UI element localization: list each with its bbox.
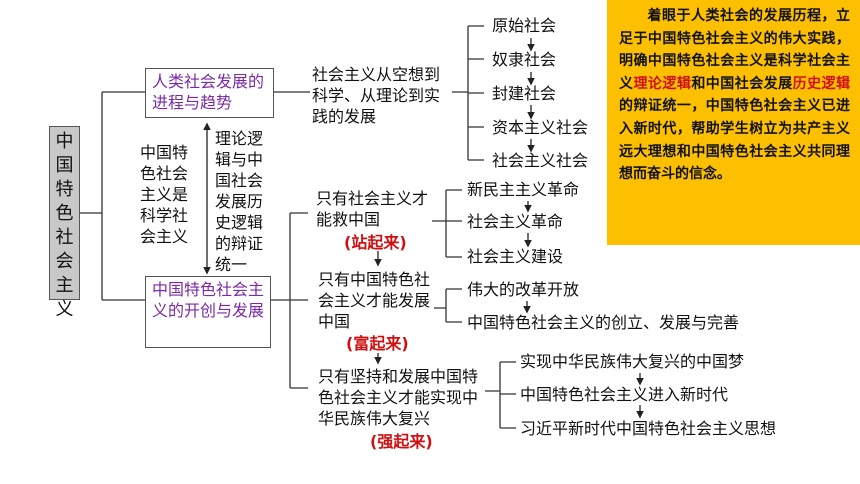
socialism-development: 社会主义从空想到科学、从理论到实践的发展 <box>312 65 441 126</box>
stage1-item: 社会主义建设 <box>467 247 564 266</box>
stage3-item: 习近平新时代中国特色社会主义思想 <box>520 419 777 438</box>
middle-right-text: 理论逻辑与中国社会发展历史逻辑的辩证统一 <box>215 129 264 274</box>
society-item: 奴隶社会 <box>492 50 557 69</box>
note-highlight-2: 历史逻辑 <box>792 75 851 92</box>
stage2-item: 伟大的改革开放 <box>467 280 580 299</box>
stage2-label: 只有中国特色社会主义才能发展中国 <box>318 270 431 331</box>
stage1-label: 只有社会主义才能救中国 <box>316 189 429 229</box>
summary-note: 着眼于人类社会的发展历程，立足于中国特色社会主义的伟大实践，明确中国特色社会主义… <box>607 0 860 245</box>
note-text-3: 的辩证统一，中国特色社会主义已进入新时代，帮助学生树立为共产主义远大理想和中国特… <box>619 98 850 183</box>
note-text-2: 和中国社会发展 <box>691 75 793 92</box>
stage3-item: 实现中华民族伟大复兴的中国梦 <box>520 352 745 371</box>
branch2-node: 中国特色社会主义的开创与发展 <box>145 276 271 348</box>
stage2-item: 中国特色社会主义的创立、发展与完善 <box>467 313 740 332</box>
root-label: 中国特色社会主义 <box>55 131 74 320</box>
stage3-bracket <box>485 361 516 429</box>
stage3-label: 只有坚持和发展中国特色社会主义才能实现中华民族伟大复兴 <box>318 367 479 428</box>
society-item: 原始社会 <box>492 16 557 35</box>
root-node: 中国特色社会主义 <box>49 126 80 320</box>
middle-left-text: 中国特色社会主义是科学社会主义 <box>140 143 189 246</box>
stage1-bracket <box>432 189 462 258</box>
stages-bracket <box>271 212 308 389</box>
society-item: 资本主义社会 <box>492 118 589 137</box>
stage2-tag: (富起来) <box>346 334 409 353</box>
stage3-item: 中国特色社会主义进入新时代 <box>520 385 729 404</box>
societies-bracket <box>452 25 484 161</box>
society-item: 封建社会 <box>492 84 557 103</box>
stage2-bracket <box>434 288 462 323</box>
note-text-1: 着眼于人类社会的发展历程，立足于中国特色社会主义的伟大实践，明确中国特色社会主义… <box>619 8 850 92</box>
stage1-item: 社会主义革命 <box>467 212 564 231</box>
society-item: 社会主义社会 <box>492 151 589 170</box>
note-highlight-1: 理论逻辑 <box>633 75 692 92</box>
branch1-node: 人类社会发展的进程与趋势 <box>145 68 274 118</box>
stage3-tag: (强起来) <box>370 432 433 451</box>
stage1-tag: (站起来) <box>344 233 407 252</box>
stage1-item: 新民主主义革命 <box>467 180 580 199</box>
root-bracket <box>80 91 145 301</box>
